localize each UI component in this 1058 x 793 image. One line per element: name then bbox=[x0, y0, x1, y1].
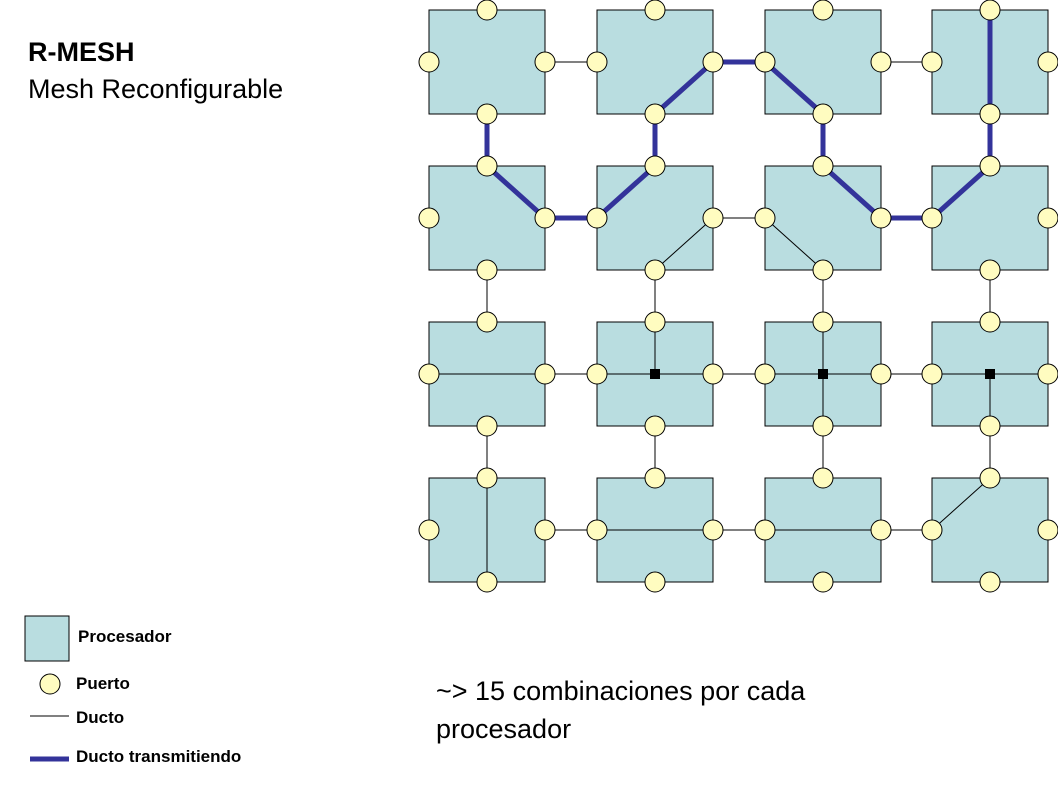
port-1-2-W bbox=[754, 207, 776, 229]
port-0-3-S bbox=[979, 103, 1001, 125]
port-3-3-E bbox=[1037, 519, 1058, 541]
port-3-1-N bbox=[644, 467, 666, 489]
port-3-0-N bbox=[476, 467, 498, 489]
processor-layer bbox=[428, 9, 1049, 583]
port-2-2-E bbox=[870, 363, 892, 385]
port-2-1-W bbox=[586, 363, 608, 385]
port-0-0-E bbox=[534, 51, 556, 73]
port-2-3-W bbox=[921, 363, 943, 385]
port-3-3-N bbox=[979, 467, 1001, 489]
port-0-2-W bbox=[754, 51, 776, 73]
port-1-3-W bbox=[921, 207, 943, 229]
legend-bus-label: Ducto bbox=[76, 708, 125, 727]
port-0-1-N bbox=[644, 0, 666, 21]
transmitting-bus-7 bbox=[762, 59, 826, 117]
transmitting-bus-9 bbox=[820, 163, 884, 221]
processor-0-2 bbox=[764, 9, 882, 115]
port-0-1-E bbox=[702, 51, 724, 73]
transmitting-bus-1 bbox=[484, 163, 548, 221]
processor-1-2 bbox=[764, 165, 882, 271]
port-0-1-S bbox=[644, 103, 666, 125]
port-2-1-E bbox=[702, 363, 724, 385]
legend-transmitting-bus-label: Ducto transmitiendo bbox=[76, 747, 242, 766]
title-block: R-MESH Mesh Reconfigurable bbox=[28, 34, 283, 108]
port-0-0-S bbox=[476, 103, 498, 125]
port-0-3-W bbox=[921, 51, 943, 73]
switch-2-3 bbox=[985, 369, 995, 379]
port-0-2-E bbox=[870, 51, 892, 73]
port-3-1-W bbox=[586, 519, 608, 541]
port-0-3-N bbox=[979, 0, 1001, 21]
port-2-0-S bbox=[476, 415, 498, 437]
transmitting-bus-layer bbox=[484, 7, 995, 379]
port-3-0-S bbox=[476, 571, 498, 593]
title-heading: R-MESH bbox=[28, 37, 135, 67]
processor-0-0 bbox=[428, 9, 546, 115]
port-1-1-S bbox=[644, 259, 666, 281]
title-subheading: Mesh Reconfigurable bbox=[28, 74, 284, 104]
legend-port-swatch bbox=[39, 673, 61, 695]
port-2-3-E bbox=[1037, 363, 1058, 385]
port-0-0-W bbox=[418, 51, 440, 73]
port-2-0-N bbox=[476, 311, 498, 333]
legend-processor-label: Procesador bbox=[78, 627, 172, 646]
processor-0-1 bbox=[596, 9, 714, 115]
port-0-1-W bbox=[586, 51, 608, 73]
port-2-3-N bbox=[979, 311, 1001, 333]
legend-processor-swatch bbox=[24, 615, 70, 662]
port-0-0-N bbox=[476, 0, 498, 21]
port-1-3-N bbox=[979, 155, 1001, 177]
transmitting-bus-3 bbox=[594, 163, 658, 221]
port-1-3-E bbox=[1037, 207, 1058, 229]
processor-3-3 bbox=[931, 477, 1049, 583]
processor-1-1 bbox=[596, 165, 714, 271]
port-3-2-W bbox=[754, 519, 776, 541]
switch-2-2 bbox=[818, 369, 828, 379]
port-1-2-N bbox=[812, 155, 834, 177]
port-2-1-N bbox=[644, 311, 666, 333]
port-2-1-S bbox=[644, 415, 666, 437]
processor-1-3 bbox=[931, 165, 1049, 271]
port-0-3-E bbox=[1037, 51, 1058, 73]
bus-18 bbox=[764, 217, 824, 271]
legend-graphics bbox=[24, 615, 70, 762]
port-layer bbox=[418, 0, 1058, 593]
port-0-2-N bbox=[812, 0, 834, 21]
port-3-2-S bbox=[812, 571, 834, 593]
port-3-2-E bbox=[870, 519, 892, 541]
bus-30 bbox=[931, 477, 991, 531]
port-2-2-N bbox=[812, 311, 834, 333]
port-1-0-W bbox=[418, 207, 440, 229]
transmitting-bus-5 bbox=[652, 59, 716, 117]
port-1-1-N bbox=[644, 155, 666, 177]
port-3-3-S bbox=[979, 571, 1001, 593]
port-3-0-W bbox=[418, 519, 440, 541]
port-1-1-W bbox=[586, 207, 608, 229]
port-3-3-W bbox=[921, 519, 943, 541]
port-1-0-S bbox=[476, 259, 498, 281]
port-2-0-W bbox=[418, 363, 440, 385]
combinations-note: ~> 15 combinaciones por cada procesador bbox=[436, 676, 806, 744]
port-1-2-S bbox=[812, 259, 834, 281]
port-2-2-S bbox=[812, 415, 834, 437]
port-2-2-W bbox=[754, 363, 776, 385]
port-1-3-S bbox=[979, 259, 1001, 281]
port-3-0-E bbox=[534, 519, 556, 541]
bus-17 bbox=[654, 217, 714, 271]
port-3-1-E bbox=[702, 519, 724, 541]
port-1-0-N bbox=[476, 155, 498, 177]
port-2-0-E bbox=[534, 363, 556, 385]
transmitting-bus-11 bbox=[929, 163, 993, 221]
port-1-1-E bbox=[702, 207, 724, 229]
port-1-0-E bbox=[534, 207, 556, 229]
port-2-3-S bbox=[979, 415, 1001, 437]
switch-2-1 bbox=[650, 369, 660, 379]
processor-1-0 bbox=[428, 165, 546, 271]
port-3-2-N bbox=[812, 467, 834, 489]
port-3-1-S bbox=[644, 571, 666, 593]
port-1-2-E bbox=[870, 207, 892, 229]
port-0-2-S bbox=[812, 103, 834, 125]
legend-port-label: Puerto bbox=[76, 674, 130, 693]
